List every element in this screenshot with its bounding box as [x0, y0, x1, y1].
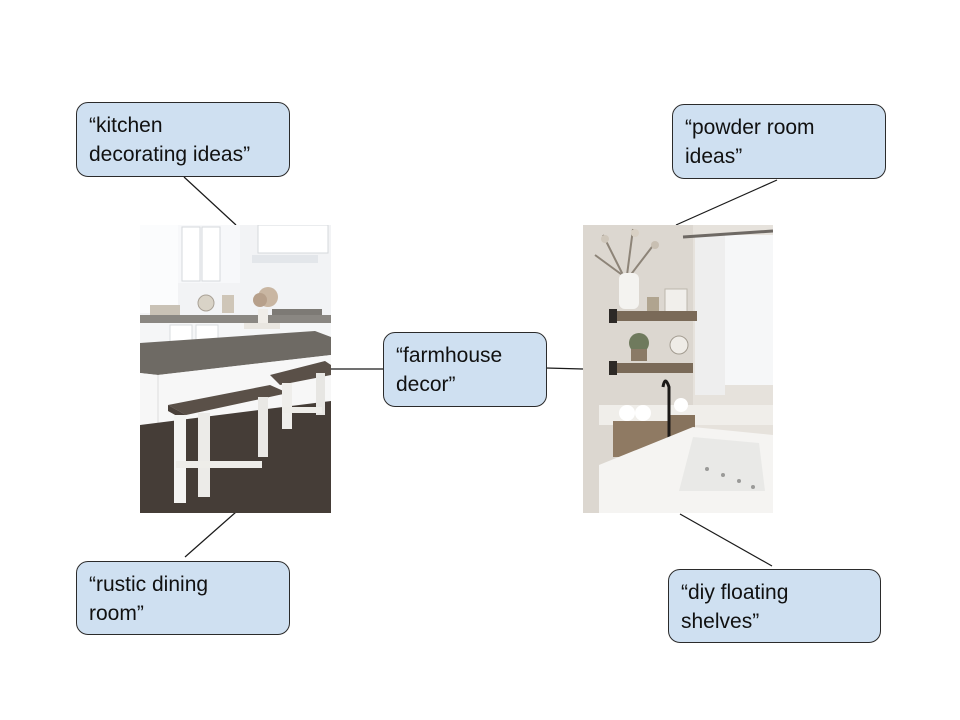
- connector-shelves: [679, 513, 773, 567]
- connector-dining: [184, 511, 237, 558]
- kitchen-decorating-ideas-node: “kitchen decorating ideas”: [76, 102, 290, 177]
- node-label-line: decor”: [396, 373, 456, 396]
- node-label-line: shelves”: [681, 610, 760, 633]
- connector-kitchen: [183, 176, 237, 226]
- diy-floating-shelves-node: “diy floating shelves”: [668, 569, 881, 643]
- powder-room-ideas-node: “powder room ideas”: [672, 104, 886, 179]
- connector-center-right: [545, 367, 584, 370]
- node-label-line: decorating ideas”: [89, 143, 251, 166]
- node-label-line: room”: [89, 602, 144, 625]
- node-label-line: “diy floating: [681, 581, 789, 604]
- node-label-line: ideas”: [685, 145, 743, 168]
- farmhouse-decor-node: “farmhouse decor”: [383, 332, 547, 407]
- node-label-line: “farmhouse: [396, 344, 503, 367]
- node-label-line: “kitchen: [89, 114, 163, 137]
- kitchen-photo: [140, 225, 331, 513]
- connector-powder: [675, 179, 778, 226]
- node-label-line: “powder room: [685, 116, 815, 139]
- rustic-dining-room-node: “rustic dining room”: [76, 561, 290, 635]
- node-label-line: “rustic dining: [89, 573, 209, 596]
- bathroom-photo: [583, 225, 773, 513]
